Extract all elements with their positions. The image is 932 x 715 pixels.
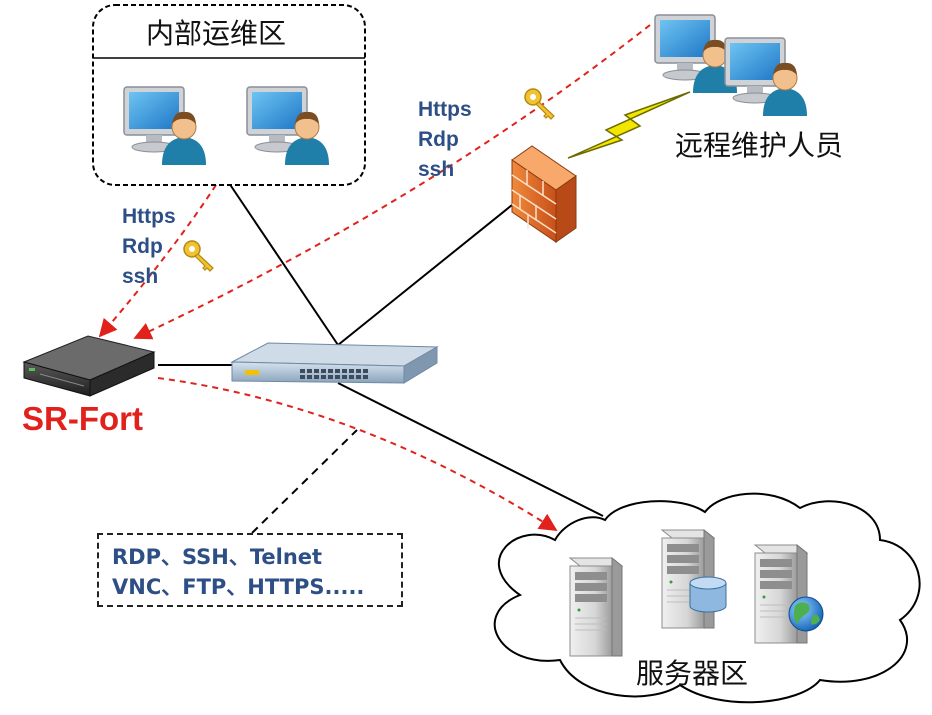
remote-workstation-2-icon (724, 37, 808, 117)
key-icon-right (524, 88, 555, 120)
globe-icon (788, 596, 824, 632)
protocol-list-box (97, 533, 403, 607)
internal-ops-zone (92, 4, 366, 186)
access-path-internal (98, 184, 217, 338)
link-internal-to-switch (228, 182, 339, 346)
access-path-to-servers (157, 377, 558, 531)
protocol-list-line-1: RDP、SSH、Telnet (112, 545, 323, 569)
access-path-remote (133, 24, 651, 340)
protocol-label: Rdp (122, 235, 163, 258)
protocol-list-line-2: VNC、FTP、HTTPS..... (112, 575, 365, 599)
protocol-label: Rdp (418, 128, 459, 151)
sr-fort-label: SR-Fort (22, 400, 143, 437)
protocol-labels-right: Https Rdp ssh (418, 95, 472, 185)
server-zone-label: 服务器区 (636, 657, 749, 690)
lightning-icon (567, 91, 691, 159)
link-switch-to-servers (337, 382, 604, 517)
server-tower-icon-1 (569, 557, 623, 657)
protocol-label: Https (122, 205, 176, 228)
network-switch-icon (230, 342, 439, 384)
link-list-to-sr-fort-path (251, 429, 358, 534)
firewall-icon (511, 145, 577, 243)
protocol-label: ssh (418, 158, 455, 181)
database-icon (689, 576, 727, 613)
key-icon-left (183, 240, 214, 272)
protocol-labels-left: Https Rdp ssh (122, 202, 176, 292)
internal-ops-zone-title: 内部运维区 (146, 17, 287, 50)
protocol-label: ssh (122, 265, 159, 288)
sr-fort-appliance-icon (22, 335, 156, 397)
protocol-label: Https (418, 98, 472, 121)
link-firewall-to-switch (337, 204, 513, 346)
remote-staff-group (654, 14, 808, 117)
remote-staff-label: 远程维护人员 (675, 129, 844, 162)
